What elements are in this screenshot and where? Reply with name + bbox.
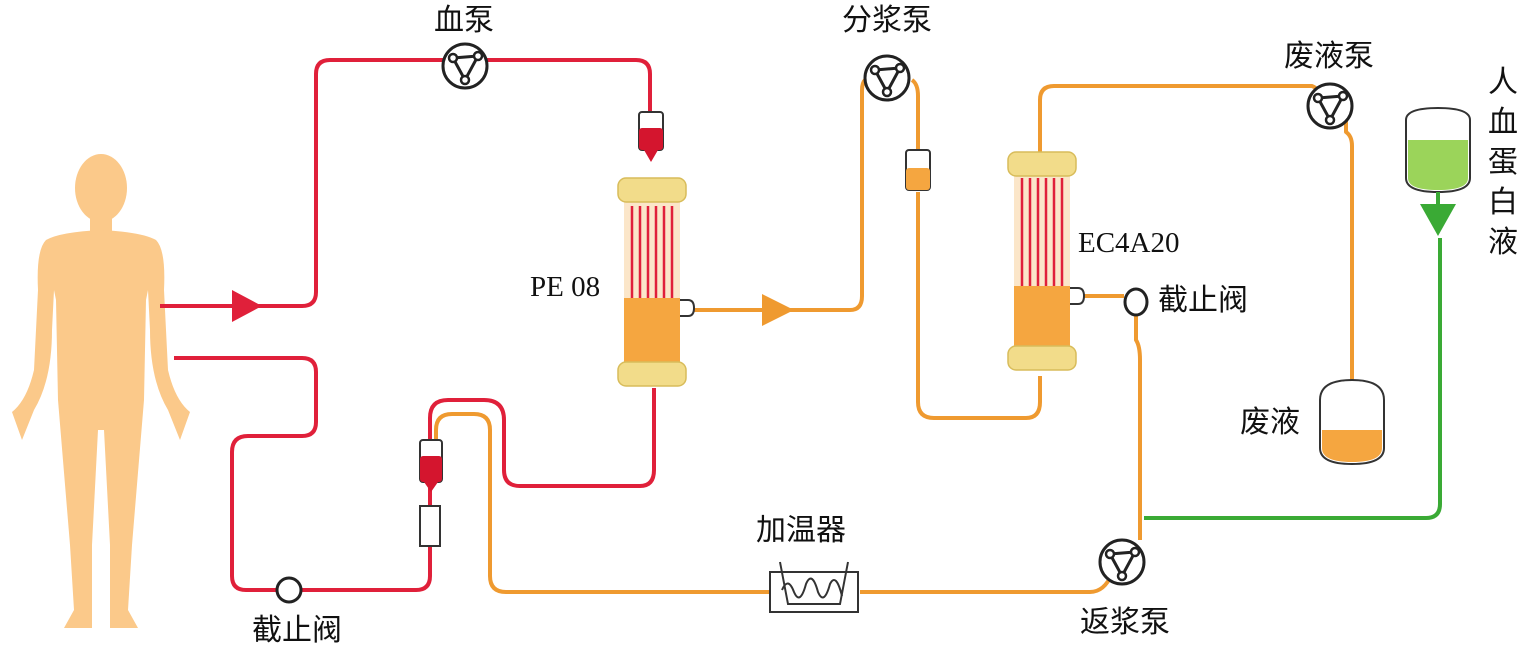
albumin-circuit	[1144, 238, 1442, 520]
albumin-solution-label-char-4: 白	[1488, 185, 1518, 220]
separator-outlet-blood-line	[428, 388, 656, 488]
plasma-separation-pump-icon	[863, 54, 911, 102]
blood-circuit	[160, 58, 656, 592]
albumin-bottle-icon	[1405, 106, 1471, 236]
blood-pump-label: 血泵	[434, 3, 494, 38]
arterial-line	[160, 58, 652, 308]
arterial-flow-arrow	[232, 290, 262, 322]
albumin-solution-label-char-1: 人	[1488, 65, 1518, 100]
plasma-drip-chamber-icon	[905, 149, 931, 191]
plasma-separator-filter-icon	[617, 177, 696, 387]
plasma-separator-label: PE 08	[530, 271, 600, 303]
plasma-drip-line	[916, 192, 1042, 420]
waste-container-icon	[1319, 378, 1385, 466]
return-line-down	[1134, 316, 1142, 540]
albumin-solution-label-char-5: 液	[1488, 225, 1518, 260]
plasma-separation-pump-label: 分浆泵	[842, 3, 932, 38]
venous-line-to-patient	[174, 356, 318, 592]
return-pump-icon	[1098, 538, 1146, 586]
patient-silhouette-icon	[12, 154, 190, 628]
arterial-drip-chamber-icon	[638, 111, 664, 162]
plasma-line-to-pump	[690, 74, 877, 312]
heater-coil-icon	[769, 561, 859, 613]
return-line	[860, 573, 1114, 594]
right-shutoff-valve-label: 截止阀	[1158, 283, 1248, 318]
plasma-circuit	[434, 74, 1354, 594]
right-shutoff-valve-icon	[1123, 287, 1149, 317]
waste-fluid-label: 废液	[1240, 405, 1300, 440]
plasma-line-to-fractionator	[910, 78, 920, 150]
albumin-solution-label-char-3: 蛋	[1488, 145, 1518, 180]
return-pump-label: 返浆泵	[1080, 605, 1170, 640]
waste-pump-icon	[1306, 82, 1354, 130]
venous-line	[302, 546, 432, 592]
plasma-flow-arrow	[762, 294, 794, 326]
venous-drip-chamber-icon	[419, 439, 443, 547]
warmer-to-separator-return	[434, 412, 770, 594]
plasma-fractionator-label: EC4A20	[1078, 227, 1180, 259]
left-shutoff-valve-icon	[275, 576, 303, 604]
left-shutoff-valve-label: 截止阀	[252, 613, 342, 646]
albumin-solution-label-char-2: 血	[1488, 105, 1518, 140]
waste-pump-to-container-line	[1344, 118, 1354, 382]
plasma-fractionator-filter-icon	[1007, 151, 1086, 371]
fractionator-to-waste-pump-line	[1038, 84, 1322, 158]
waste-pump-label: 废液泵	[1284, 39, 1374, 74]
blood-pump-icon	[441, 42, 489, 90]
warmer-label: 加温器	[756, 513, 846, 548]
